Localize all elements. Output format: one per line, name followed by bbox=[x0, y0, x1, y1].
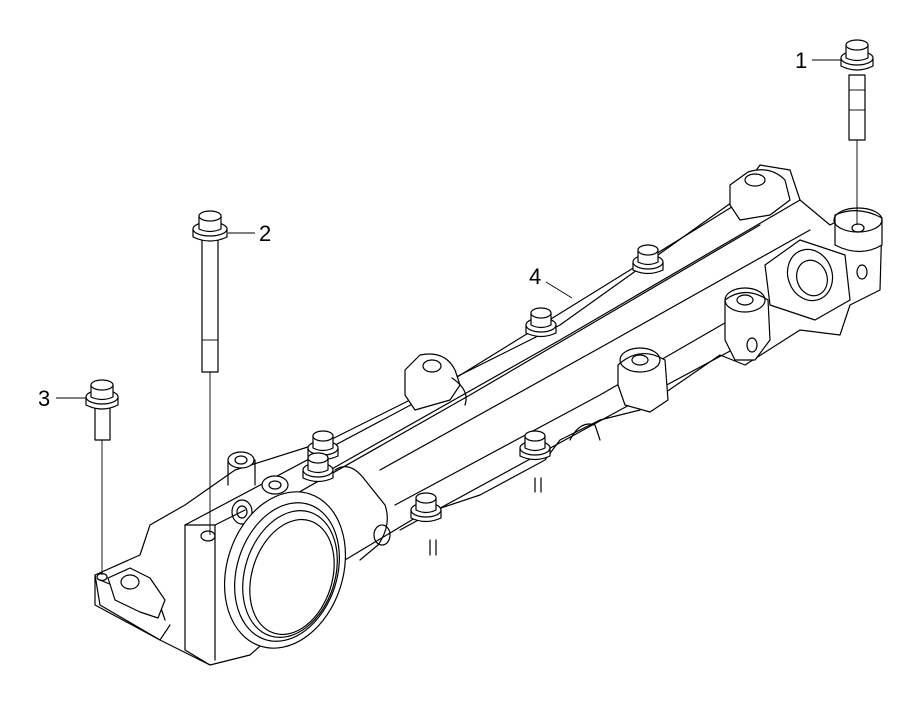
cylinder-head-cover bbox=[94, 164, 883, 666]
callout-4-label: 4 bbox=[529, 264, 541, 289]
nut bbox=[525, 307, 557, 338]
callout-1-label: 1 bbox=[795, 48, 807, 73]
nut bbox=[410, 492, 442, 523]
callout-4: 4 bbox=[529, 264, 573, 299]
bolt-3 bbox=[85, 379, 119, 575]
cover-nuts bbox=[302, 244, 664, 523]
callout-2-label: 2 bbox=[259, 221, 271, 246]
nut bbox=[302, 452, 334, 483]
nut bbox=[519, 430, 551, 461]
callout-2: 2 bbox=[228, 221, 271, 246]
bolt-1 bbox=[840, 39, 874, 225]
nut bbox=[632, 244, 664, 275]
bolt-2 bbox=[192, 210, 228, 535]
callout-1: 1 bbox=[795, 48, 842, 73]
callout-3-label: 3 bbox=[38, 386, 50, 411]
callout-3: 3 bbox=[38, 386, 87, 411]
